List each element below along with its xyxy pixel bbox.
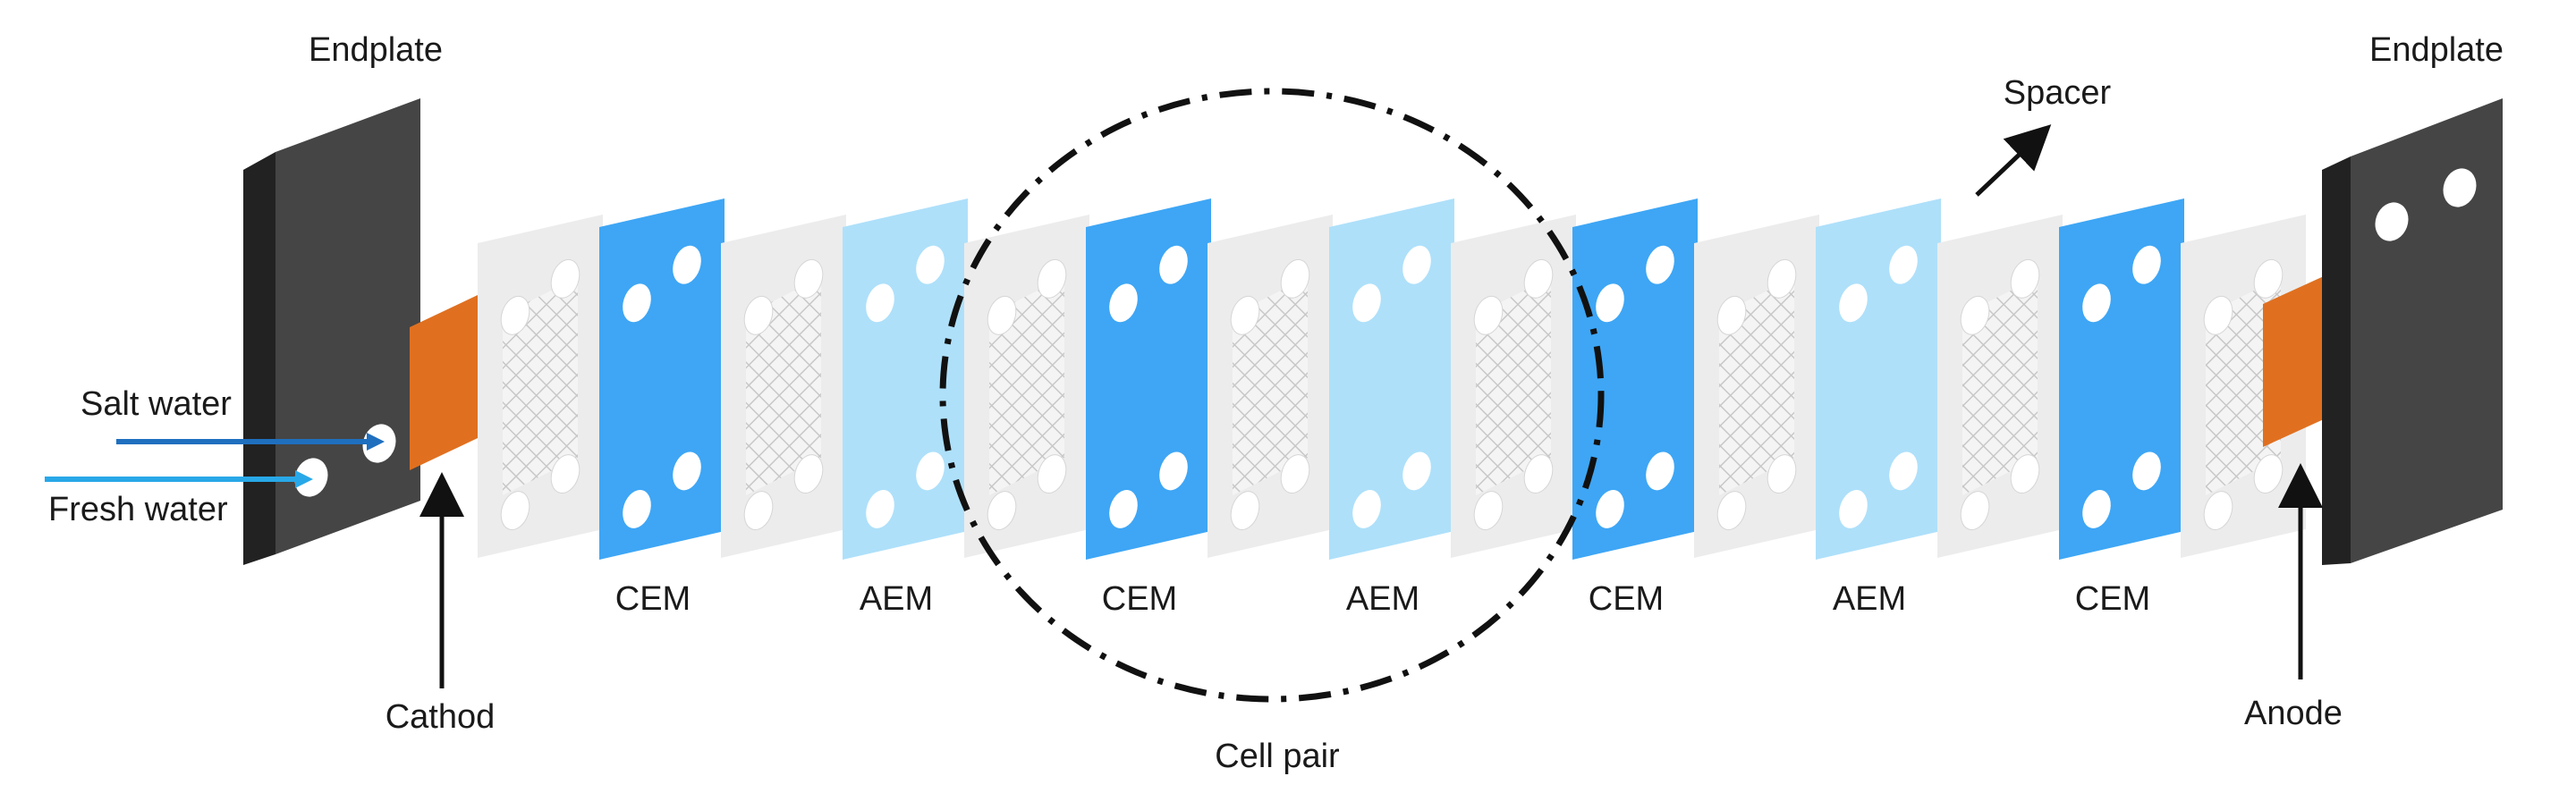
aem-label: AEM [1833,580,1906,618]
cem-label: CEM [2075,580,2150,618]
aem-membrane [843,198,968,560]
spacer-plate [964,215,1089,558]
spacer-plate [1694,215,1819,558]
cathode-label: Cathod [386,698,496,736]
endplate-right [2322,98,2503,565]
cathode-electrode [410,295,478,470]
spacer-plate [1937,215,2063,558]
spacer-plate [1451,215,1576,558]
spacer-label: Spacer [2004,74,2112,112]
anode-label: Anode [2244,695,2343,732]
fresh-water-arrowhead [295,470,313,488]
cem-label: CEM [615,580,691,618]
cem-membrane [1086,198,1211,560]
spacer-plate [721,215,846,558]
endplate-right-label: Endplate [2369,31,2504,69]
aem-label: AEM [1346,580,1419,618]
spacer-plate [478,215,603,558]
cem-membrane [2059,198,2184,560]
spacer-pointer [1975,124,2052,197]
aem-membrane [1816,198,1941,560]
aem-label: AEM [860,580,933,618]
endplate-left [243,98,420,565]
spacer-plate [1208,215,1333,558]
salt-water-arrowhead [367,433,385,451]
cell-pair-label: Cell pair [1215,738,1340,775]
cell-pair-circle [939,88,1605,703]
aem-membrane [1329,198,1454,560]
endplate-left-label: Endplate [309,31,443,69]
membrane-labels: CEM AEM CEM AEM CEM AEM CEM [615,580,2150,618]
cem-label: CEM [1589,580,1664,618]
membrane-stack [478,198,2306,560]
anode-electrode [2263,275,2326,447]
salt-water-label: Salt water [80,385,232,423]
cem-membrane [599,198,724,560]
cem-label: CEM [1102,580,1177,618]
cem-membrane [1572,198,1698,560]
fresh-water-label: Fresh water [48,491,228,528]
